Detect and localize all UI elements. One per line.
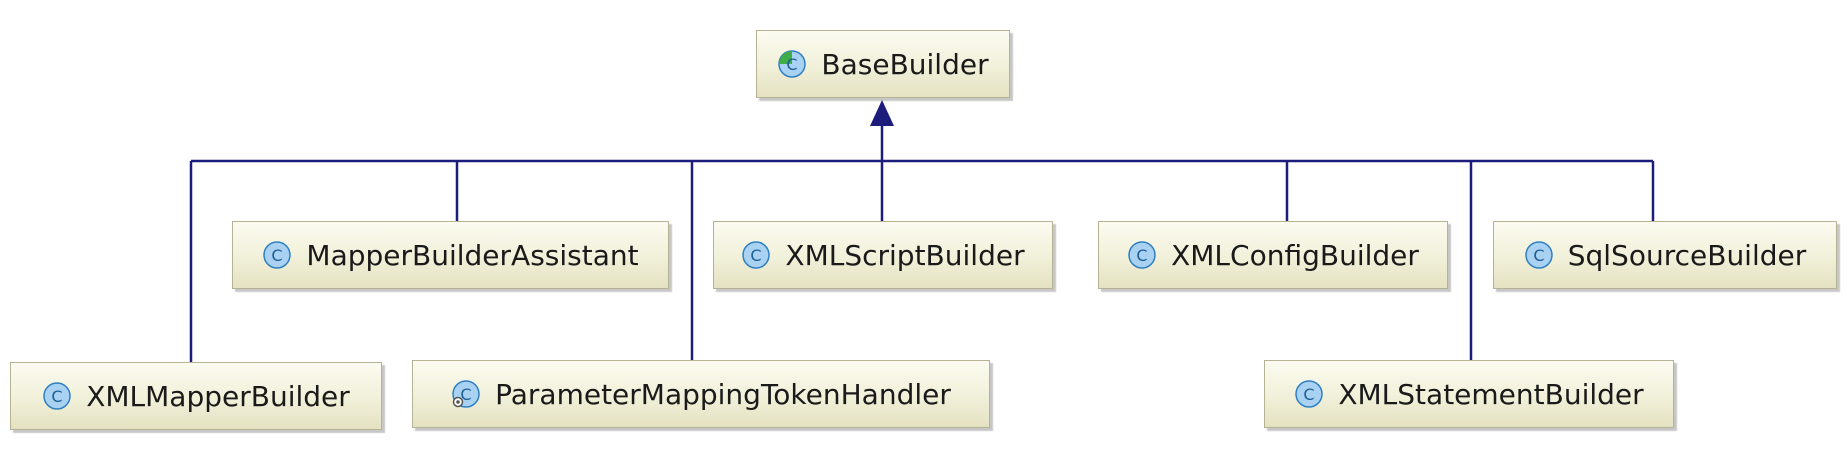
class-box-xmlmapperbuilder[interactable]: C XMLMapperBuilder [10, 362, 382, 430]
class-name: XMLScriptBuilder [785, 238, 1025, 272]
svg-text:C: C [461, 385, 472, 404]
class-name: SqlSourceBuilder [1567, 238, 1807, 272]
class-icon: C [1294, 379, 1324, 409]
class-name: BaseBuilder [821, 47, 989, 81]
class-box-xmlconfigbuilder[interactable]: C XMLConfigBuilder [1098, 221, 1448, 289]
class-box-xmlstatementbuilder[interactable]: C XMLStatementBuilder [1264, 360, 1674, 428]
class-box-sqlsourcebuilder[interactable]: C SqlSourceBuilder [1493, 221, 1837, 289]
class-box-xmlscriptbuilder[interactable]: C XMLScriptBuilder [713, 221, 1053, 289]
class-icon: C [1524, 240, 1554, 270]
class-icon: C [42, 381, 72, 411]
inheritance-arrowhead [870, 100, 894, 126]
class-box-parametermappingtokenhandler[interactable]: C ParameterMappingTokenHandler [412, 360, 990, 428]
class-box-basebuilder[interactable]: C BaseBuilder [756, 30, 1010, 98]
svg-text:C: C [1533, 246, 1544, 265]
class-icon: C [262, 240, 292, 270]
class-name: MapperBuilderAssistant [306, 238, 639, 272]
svg-text:C: C [751, 246, 762, 265]
abstract-class-icon: C [777, 49, 807, 79]
class-icon: C [1127, 240, 1157, 270]
class-icon: C [741, 240, 771, 270]
nested-class-icon: C [451, 379, 481, 409]
class-name: XMLConfigBuilder [1171, 238, 1419, 272]
class-box-mapperbuilderassistant[interactable]: C MapperBuilderAssistant [232, 221, 669, 289]
svg-text:C: C [52, 387, 63, 406]
class-name: ParameterMappingTokenHandler [495, 377, 951, 411]
class-name: XMLStatementBuilder [1338, 377, 1644, 411]
svg-text:C: C [787, 55, 798, 74]
svg-text:C: C [1304, 385, 1315, 404]
svg-text:C: C [1137, 246, 1148, 265]
svg-text:C: C [272, 246, 283, 265]
class-name: XMLMapperBuilder [86, 379, 350, 413]
